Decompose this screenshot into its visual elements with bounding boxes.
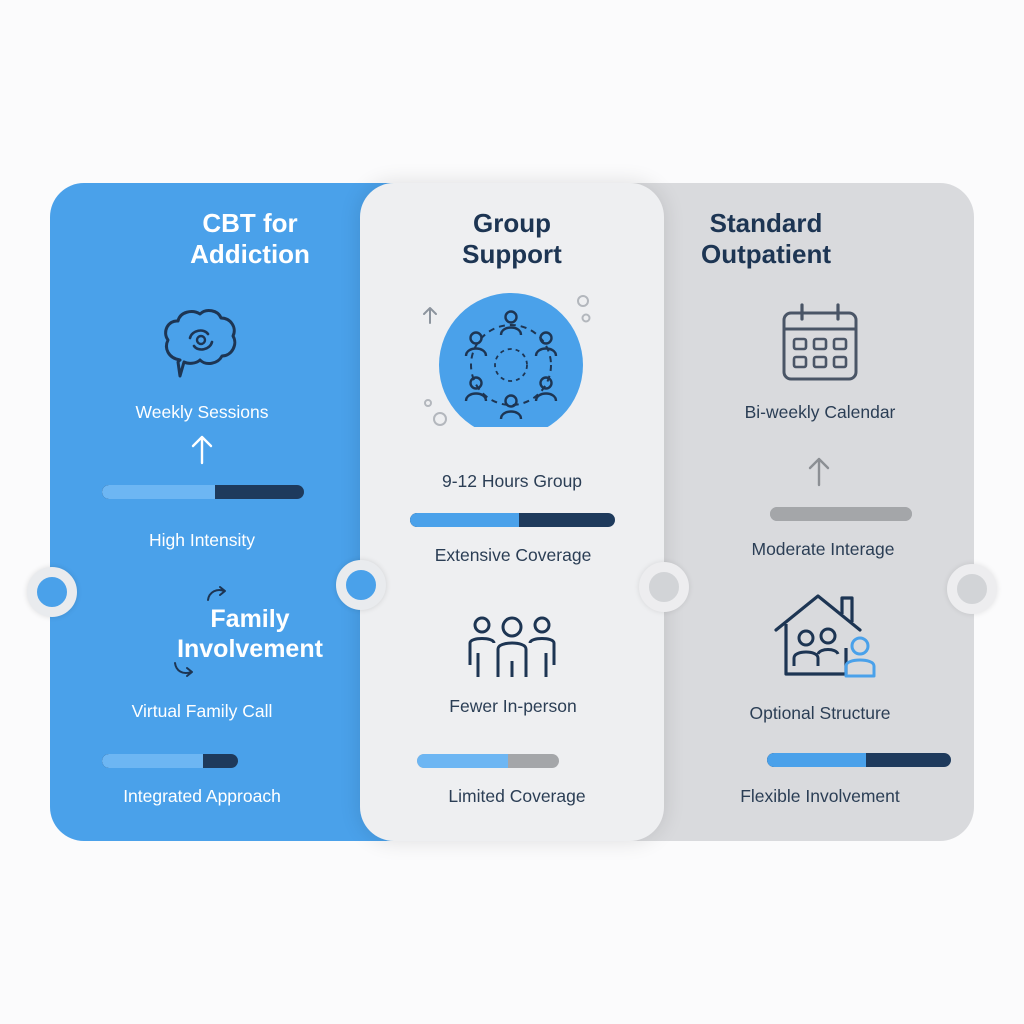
label-extensive-coverage: Extensive Coverage — [434, 545, 592, 565]
arrow-up-icon — [191, 435, 213, 465]
bar-fill — [410, 513, 519, 527]
house-family-icon — [774, 594, 876, 678]
people-circle-icon — [423, 293, 591, 427]
subtitle-line: Involvement — [177, 635, 323, 663]
bar-fill — [102, 485, 216, 499]
title-line: CBT for — [202, 208, 298, 238]
progress-bar-flexible — [767, 753, 951, 767]
progress-bar-coverage — [410, 513, 615, 527]
cycle-arrow-icon — [207, 586, 226, 601]
title-line: Addiction — [190, 239, 310, 269]
column-standard-outpatient: Standard Outpatient Bi-weekly Calendar M… — [610, 183, 974, 841]
title-line: Group — [473, 208, 551, 238]
title-line: Support — [462, 239, 562, 269]
connector-knob — [639, 562, 689, 612]
label-moderate-interage: Moderate Interage — [751, 539, 895, 559]
column-title-group: Group Support — [360, 208, 664, 270]
title-line: Outpatient — [701, 239, 831, 269]
column-title-standard: Standard Outpatient — [690, 208, 842, 270]
label-hours-group: 9-12 Hours Group — [441, 471, 583, 491]
progress-bar-approach — [102, 754, 238, 768]
label-flexible-involvement: Flexible Involvement — [740, 786, 900, 806]
group-people-icon — [468, 616, 556, 677]
subtitle-family-involvement: Family Involvement — [50, 604, 450, 664]
bar-fill — [102, 754, 203, 768]
connector-knob — [27, 567, 77, 617]
label-weekly-sessions: Weekly Sessions — [135, 402, 269, 422]
connector-knob — [947, 564, 997, 614]
subtitle-line: Family — [210, 605, 290, 633]
label-high-intensity: High Intensity — [148, 530, 256, 550]
cycle-arrow-icon — [174, 662, 193, 677]
column-title-cbt: CBT for Addiction — [50, 208, 450, 270]
arrow-up-icon — [808, 457, 830, 487]
bar-fill — [770, 507, 912, 521]
label-limited-coverage: Limited Coverage — [448, 786, 586, 806]
title-line: Standard — [709, 208, 823, 238]
progress-bar-intensity — [102, 485, 304, 499]
label-fewer-in-person: Fewer In-person — [449, 696, 577, 716]
progress-bar-limited — [417, 754, 559, 768]
progress-bar-moderate — [770, 507, 912, 521]
bar-fill — [767, 753, 867, 767]
calendar-icon — [782, 303, 858, 381]
label-bi-weekly-calendar: Bi-weekly Calendar — [744, 402, 896, 422]
connector-knob — [336, 560, 386, 610]
label-virtual-family-call: Virtual Family Call — [131, 701, 273, 721]
comparison-card: CBT for Addiction Weekly Sessions High I… — [50, 183, 974, 841]
brain-speech-icon — [164, 309, 237, 378]
label-optional-structure: Optional Structure — [749, 703, 891, 723]
label-integrated-approach: Integrated Approach — [123, 786, 281, 806]
column-group-support: Group Support 9-12 Hours Group — [360, 183, 664, 841]
bar-fill — [417, 754, 508, 768]
